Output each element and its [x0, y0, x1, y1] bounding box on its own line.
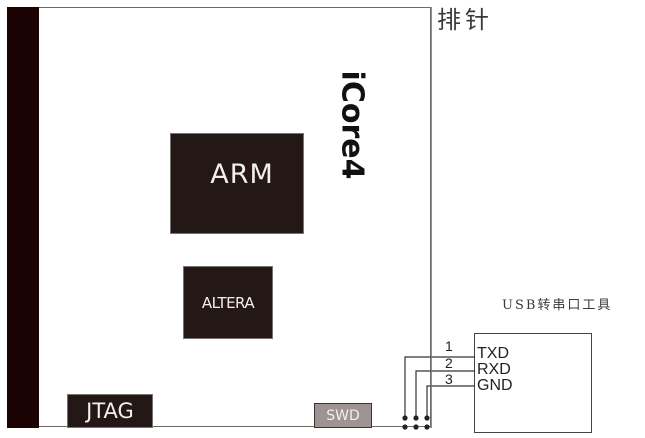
arm-chip: ARM: [170, 133, 304, 234]
signal-gnd: GND: [477, 377, 513, 394]
pin-number-1: 1: [445, 338, 453, 354]
altera-chip-label: ALTERA: [201, 293, 255, 312]
pin-dot: [424, 415, 430, 421]
pin-header-label: 排针: [437, 6, 493, 34]
arm-chip-label: ARM: [210, 159, 274, 190]
signal-txd: TXD: [477, 345, 509, 362]
pin-dot: [402, 424, 408, 430]
swd-label: SWD: [326, 407, 360, 424]
left-pin-header-bar: [7, 7, 39, 428]
altera-chip: ALTERA: [183, 266, 273, 339]
pin-dot: [424, 424, 430, 430]
usb-serial-tool-label: USB转串口工具: [502, 298, 613, 313]
swd-connector: SWD: [314, 403, 372, 428]
pin-number-2: 2: [445, 355, 453, 371]
signal-rxd: RXD: [477, 361, 511, 378]
jtag-label: JTAG: [86, 399, 134, 423]
pin-dot: [402, 415, 408, 421]
pin-dot: [413, 415, 419, 421]
jtag-connector: JTAG: [67, 394, 153, 428]
wire-gnd: [426, 385, 475, 417]
pin-dot: [413, 424, 419, 430]
wire-rxd: [415, 370, 475, 417]
wire-txd: [404, 356, 475, 417]
pin-number-3: 3: [445, 371, 453, 387]
usb-serial-tool-box: [474, 333, 592, 433]
